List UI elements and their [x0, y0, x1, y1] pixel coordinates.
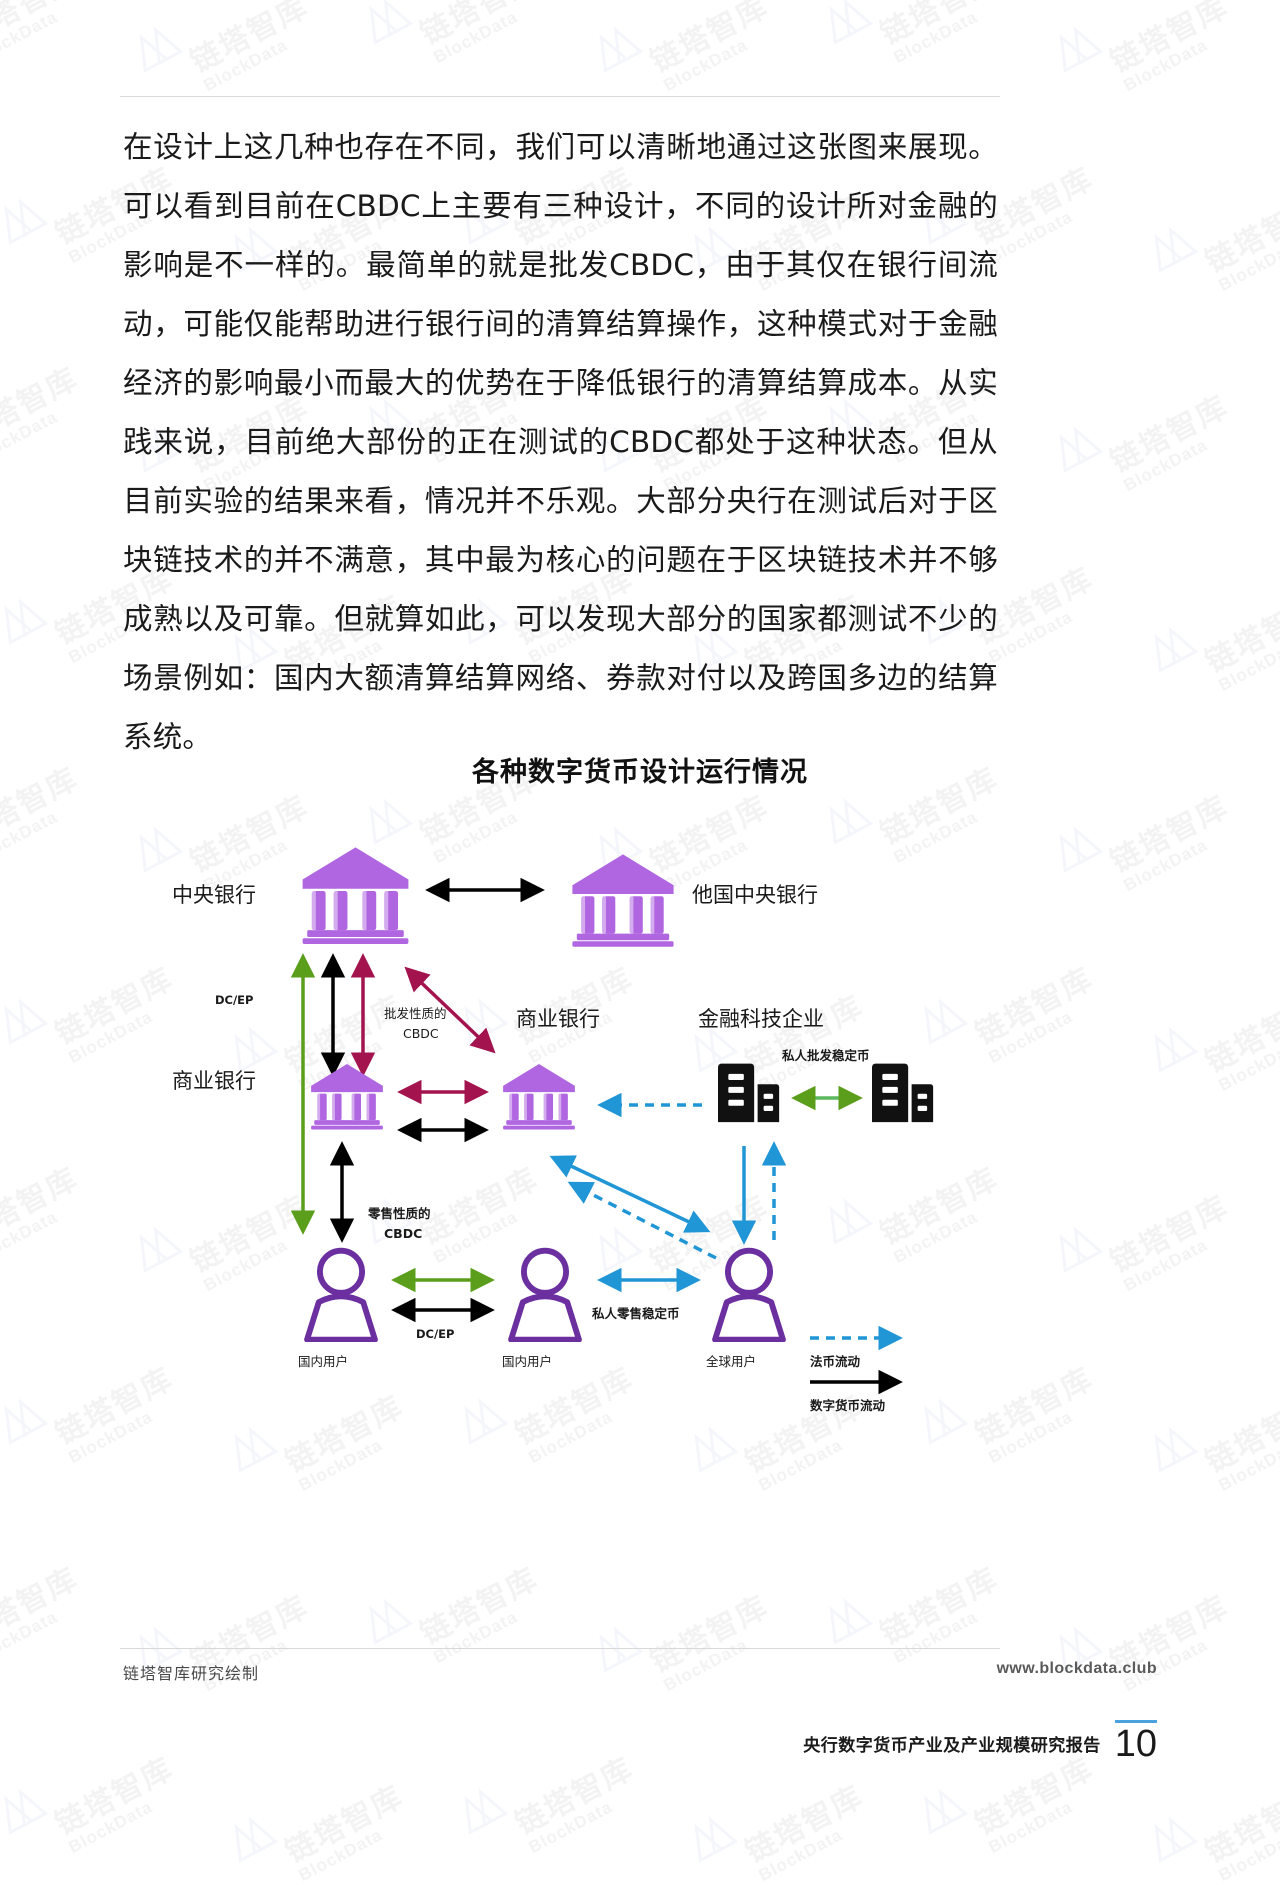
label-dcep-bottom: DC/EP	[416, 1327, 454, 1341]
label-wholesale-cbdc-line2: CBDC	[403, 1026, 439, 1041]
report-footer: 央行数字货币产业及产业规模研究报告 10	[803, 1720, 1157, 1765]
page-number-block: 10	[1114, 1720, 1157, 1765]
footer-divider	[120, 1648, 1000, 1649]
footer-website[interactable]: www.blockdata.club	[996, 1660, 1157, 1677]
legend: 法币流动 数字货币流动	[809, 1325, 903, 1413]
label-commercial-bank-column: 商业银行	[516, 1007, 600, 1031]
label-fintech-column: 金融科技企业	[698, 1007, 824, 1031]
page-accent-bar	[1114, 1720, 1157, 1723]
label-retail-cbdc-line2: CBDC	[384, 1226, 422, 1241]
icon-user-domestic-1	[307, 1251, 375, 1340]
label-private-retail-stablecoin: 私人零售稳定币	[591, 1306, 680, 1321]
label-user-domestic-2: 国内用户	[502, 1354, 552, 1369]
arrow-global-user-to-fintech-digital	[549, 1155, 711, 1233]
watermark-logo-icon	[680, 1808, 739, 1865]
label-commercial-bank-row: 商业银行	[172, 1069, 256, 1093]
arrow-wholesale-cbdc-diagonal	[404, 966, 496, 1054]
icon-fintech-1	[718, 1063, 780, 1123]
icon-commercial-bank-2	[503, 1064, 575, 1130]
label-dcep-top: DC/EP	[215, 993, 253, 1007]
figure-title: 各种数字货币设计运行情况	[472, 757, 808, 788]
label-user-domestic-1: 国内用户	[298, 1354, 348, 1369]
legend-label-fiat-flow: 法币流动	[810, 1354, 861, 1369]
label-user-global: 全球用户	[706, 1354, 756, 1369]
label-private-wholesale-stablecoin: 私人批发稳定币	[781, 1048, 870, 1063]
header-divider	[120, 96, 1000, 97]
body-paragraph: 在设计上这几种也存在不同，我们可以清晰地通过这张图来展现。可以看到目前在CBDC…	[123, 130, 998, 754]
report-title: 央行数字货币产业及产业规模研究报告	[803, 1736, 1101, 1757]
label-wholesale-cbdc-line1: 批发性质的	[384, 1006, 447, 1021]
icon-foreign-central-bank	[572, 854, 674, 947]
cbdc-flow-diagram: 中央银行 他国中央银行 DC/EP 批发性质的 CBDC 商业银行 金融科技企业…	[120, 810, 1020, 1450]
label-foreign-central-bank: 他国中央银行	[692, 883, 818, 907]
label-central-bank: 中央银行	[172, 883, 256, 907]
footer-credit: 链塔智库研究绘制	[123, 1664, 260, 1683]
icon-central-bank	[302, 847, 409, 944]
icon-user-global	[715, 1251, 783, 1340]
icon-user-domestic-2	[511, 1251, 579, 1340]
icon-commercial-bank-1	[311, 1064, 383, 1130]
arrow-global-user-to-fintech-fiat	[567, 1181, 717, 1260]
watermark-logo-icon	[220, 1808, 279, 1865]
legend-label-digital-currency-flow: 数字货币流动	[809, 1398, 886, 1413]
label-retail-cbdc-line1: 零售性质的	[367, 1206, 431, 1221]
watermark-logo-icon	[1140, 1808, 1199, 1865]
page-number: 10	[1114, 1723, 1157, 1765]
icon-fintech-2	[872, 1063, 934, 1123]
